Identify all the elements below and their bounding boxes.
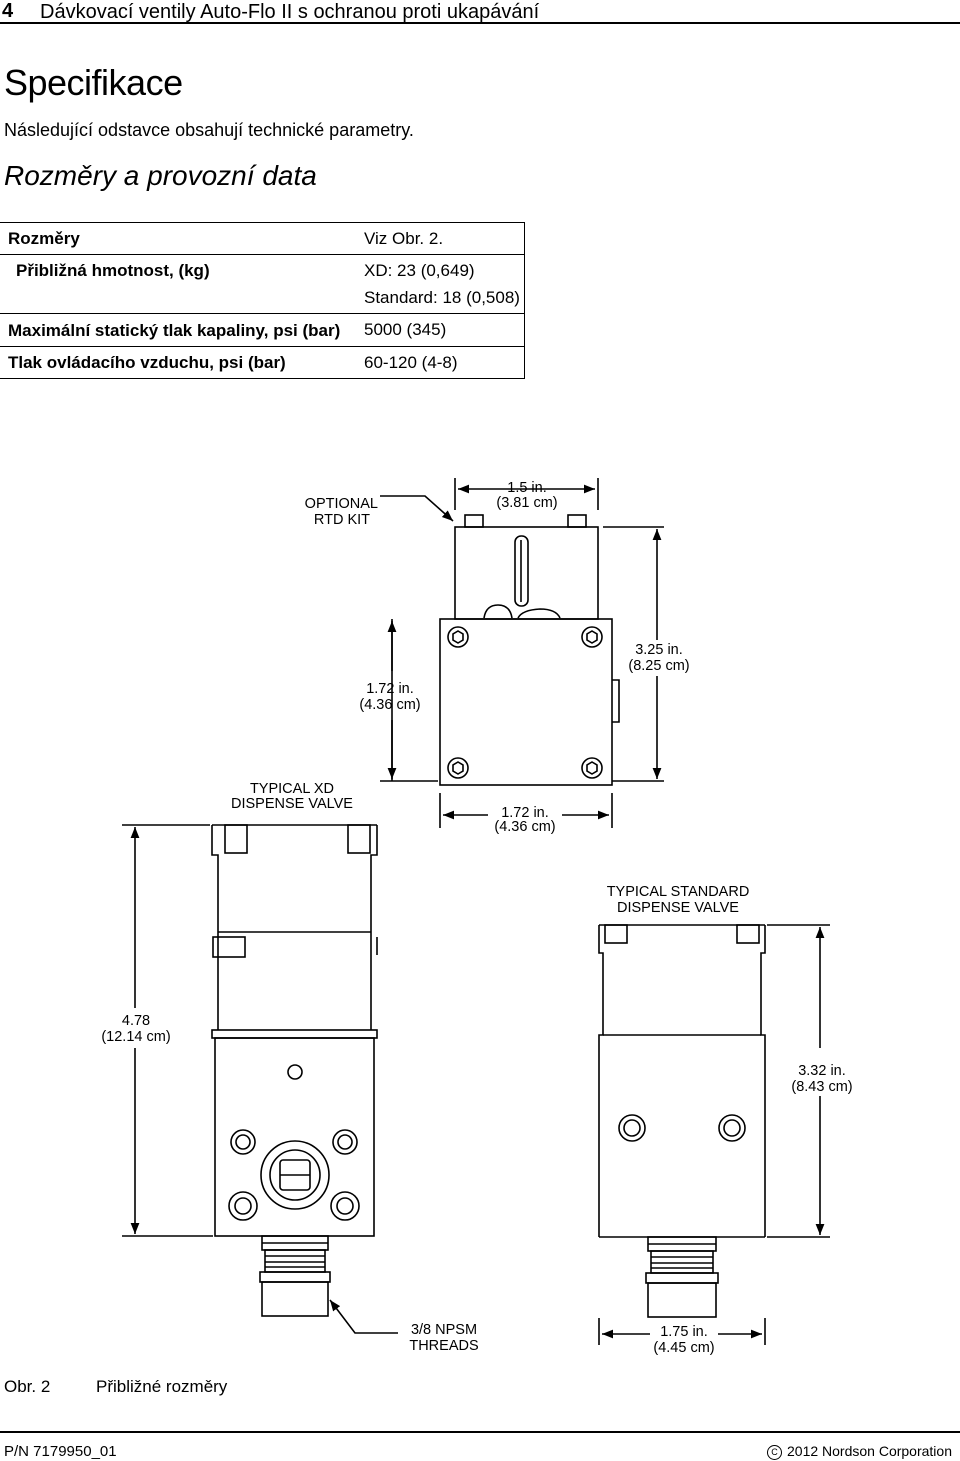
table-row: Tlak ovládacího vzduchu, psi (bar) 60-12… (0, 346, 525, 379)
standard-title-label: DISPENSE VALVE (617, 900, 739, 916)
figure-caption: Přibližné rozměry (96, 1377, 228, 1396)
dimension-label: (3.81 cm) (496, 495, 557, 511)
dimension-label: (4.36 cm) (494, 819, 555, 835)
xd-valve-drawing (122, 824, 378, 1317)
table-row: Přibližná hmotnost, (kg) XD: 23 (0,649) … (0, 254, 525, 314)
spec-value: XD: 23 (0,649) (364, 261, 475, 280)
spec-value-cell: XD: 23 (0,649) Standard: 18 (0,508) (352, 254, 525, 314)
header-rule (0, 22, 960, 24)
section-title: Specifikace (4, 62, 183, 103)
table-row: Rozměry Viz Obr. 2. (0, 222, 525, 255)
spec-value: 5000 (345) (352, 313, 525, 347)
rtd-kit-label: RTD KIT (314, 512, 370, 528)
standard-title-label: TYPICAL STANDARD (607, 884, 750, 900)
page-number: 4 (2, 0, 14, 22)
dimension-label: (4.45 cm) (653, 1340, 714, 1356)
spec-table: Rozměry Viz Obr. 2. Přibližná hmotnost, … (0, 222, 525, 379)
dimension-label: 1.72 in. (366, 681, 414, 697)
spec-value: Viz Obr. 2. (352, 222, 525, 255)
dimension-label: (12.14 cm) (101, 1029, 170, 1045)
spec-label: Rozměry (0, 222, 352, 255)
spec-label: Přibližná hmotnost, (kg) (0, 254, 352, 314)
dimension-label: (8.25 cm) (628, 658, 689, 674)
standard-valve-drawing (329, 924, 830, 1345)
rtd-kit-label: OPTIONAL (305, 496, 378, 512)
dimension-label: 4.78 (122, 1013, 150, 1029)
footer-rule (0, 1431, 960, 1433)
intro-text: Následující odstavce obsahují technické … (4, 120, 414, 140)
xd-title-label: TYPICAL XD (250, 781, 334, 797)
dimension-label: 3.25 in. (635, 642, 683, 658)
copyright: C 2012 Nordson Corporation (767, 1443, 952, 1460)
dimension-label: (4.36 cm) (359, 697, 420, 713)
dimension-label: 1.5 in. (507, 480, 547, 496)
dimension-label: 3.32 in. (798, 1063, 846, 1079)
spec-label: Maximální statický tlak kapaliny, psi (b… (0, 313, 352, 347)
document-title: Dávkovací ventily Auto-Flo II s ochranou… (40, 1, 540, 23)
copyright-text: 2012 Nordson Corporation (787, 1443, 952, 1459)
xd-title-label: DISPENSE VALVE (231, 796, 353, 812)
spec-label: Tlak ovládacího vzduchu, psi (bar) (0, 346, 352, 379)
table-row: Maximální statický tlak kapaliny, psi (b… (0, 313, 525, 347)
copyright-icon: C (767, 1445, 782, 1460)
subsection-title: Rozměry a provozní data (4, 160, 317, 191)
spec-value: Standard: 18 (0,508) (364, 288, 520, 307)
part-number: P/N 7179950_01 (4, 1443, 117, 1460)
spec-value: 60-120 (4-8) (352, 346, 525, 379)
threads-label: 3/8 NPSM (411, 1322, 477, 1338)
figure-label: Obr. 2 (4, 1377, 51, 1396)
dimension-label: 1.72 in. (501, 805, 549, 821)
threads-label: THREADS (409, 1338, 478, 1354)
dimension-label: (8.43 cm) (791, 1079, 852, 1095)
top-valve-drawing (380, 478, 664, 828)
dimension-label: 1.75 in. (660, 1324, 708, 1340)
